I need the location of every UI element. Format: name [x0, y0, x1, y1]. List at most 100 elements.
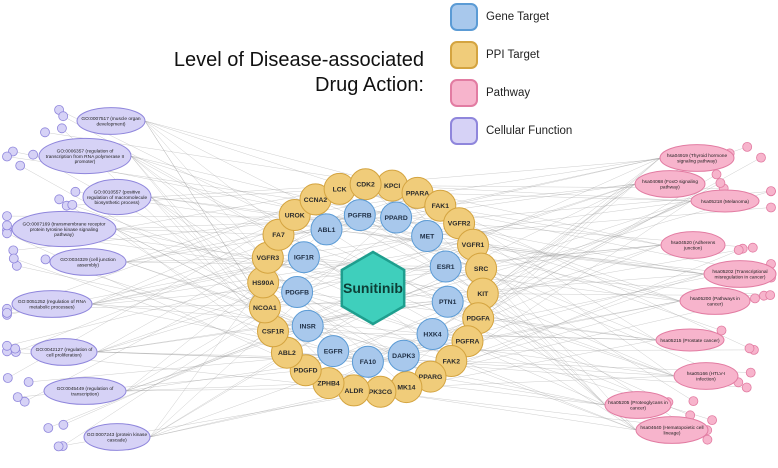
gene-label: PDGFB: [285, 289, 309, 296]
ppi-label: UROK: [285, 212, 305, 219]
edge: [272, 249, 739, 332]
edge: [263, 244, 662, 283]
ppi-label: KPCI: [384, 183, 400, 190]
cellular-function-label-line: development): [96, 121, 125, 127]
leaf-node: [70, 186, 81, 197]
pathway-label-line: hsa04919 (Thyroid hormone: [667, 153, 728, 159]
pathway-node: [634, 170, 706, 198]
cellular-function-label-line: transcription): [71, 391, 99, 397]
edge: [417, 192, 692, 202]
gene-node-esr1: [429, 250, 462, 283]
drug-node-hexagon: [340, 250, 406, 326]
cellular-function-label-line: GO:0034329 (cell junction: [60, 257, 116, 263]
leaf-node: [716, 325, 727, 336]
ppi-label: CDK2: [356, 182, 375, 189]
pathway-label-line: hsa04068 (FoxO signaling: [642, 179, 698, 185]
legend-label: Gene Target: [486, 11, 550, 23]
pathway-node: [660, 231, 726, 259]
leaf-node: [702, 434, 713, 445]
pathway-label-line: infection): [696, 376, 716, 382]
cellular-function-label-line: assembly): [77, 262, 99, 268]
edge: [482, 293, 675, 377]
ppi-label: FA7: [272, 232, 285, 239]
leaf-node: [40, 127, 50, 138]
cellular-function-node: [76, 107, 146, 135]
gene-label: FA10: [360, 359, 376, 366]
edge: [427, 207, 772, 237]
edge: [16, 265, 452, 362]
pathway-label-line: junction): [683, 245, 703, 251]
leaf-node: [733, 245, 744, 255]
legend-pathway: Pathway: [450, 79, 530, 107]
cellular-function-node: [11, 290, 93, 318]
gene-label: PTN1: [439, 299, 457, 306]
edge: [149, 282, 264, 438]
leaf-node: [2, 307, 12, 318]
ppi-label: CCNA2: [304, 197, 328, 204]
pathway-node: [604, 391, 672, 419]
edge: [144, 120, 266, 308]
edge: [149, 352, 288, 438]
cellular-function-node: [38, 137, 132, 175]
gene-node-egfr: [317, 335, 350, 368]
ppi-label: ABL2: [278, 350, 296, 357]
cellular-function-label-line: protein tyrosine kinase signaling: [30, 227, 99, 233]
leaf-node: [744, 343, 755, 354]
ppi-label: PPARA: [406, 190, 429, 197]
pathway-node: [635, 416, 709, 444]
ppi-node-cdk2: [349, 168, 382, 201]
edge: [115, 228, 279, 236]
legend-label: Pathway: [486, 87, 531, 99]
edge: [150, 196, 264, 283]
pathway-label-line: hsa05215 (Prostate cancer): [660, 338, 720, 344]
edge: [13, 258, 287, 353]
gene-label: IGF1R: [294, 255, 314, 262]
gene-label: HXK4: [423, 331, 441, 338]
pathway-label-line: hsa04520 (Adherens: [671, 240, 716, 246]
ppi-label: SRC: [474, 266, 488, 273]
pathway-node: [703, 260, 777, 288]
cellular-function-label-line: GO:0042127 (regulation of: [36, 347, 93, 353]
cellular-function-node: [11, 210, 117, 248]
leaf-node: [15, 160, 26, 171]
pathway-label-line: hsa04640 (Hematopoietic cell: [640, 425, 703, 431]
pathway-label: hsa05215 (Prostate cancer): [660, 338, 720, 344]
edge: [326, 229, 705, 275]
ppi-label: PGFRA: [456, 339, 480, 346]
edge: [482, 183, 636, 294]
cellular-function-node: [82, 178, 152, 216]
leaf-node: [40, 254, 51, 265]
cellular-function-label-line: cell proliferation): [46, 352, 82, 358]
legend-label: Cellular Function: [486, 125, 573, 137]
gene-label: PPARD: [384, 215, 407, 222]
pathway-label-line: cancer): [630, 405, 646, 411]
pathway-label-line: pathway): [660, 184, 680, 190]
figure-title-line-2: Drug Action:: [315, 74, 424, 96]
gene-label: ABL1: [318, 227, 336, 234]
edge: [130, 155, 274, 332]
leaf-node: [741, 382, 752, 393]
gene-node-fa10: [351, 345, 384, 378]
leaf-node: [58, 419, 69, 430]
gene-node-insr: [291, 309, 324, 342]
gene-label: MET: [420, 233, 435, 240]
ppi-label: ALDR: [344, 388, 363, 395]
cellular-function-label-line: GO:0007243 (protein kinase: [87, 432, 148, 438]
leaf-node: [8, 245, 19, 256]
edge: [6, 282, 264, 347]
edge: [430, 248, 743, 377]
ppi-label: CSF1R: [262, 329, 284, 336]
cellular-function-label-line: GO:0010557 (positive: [94, 190, 141, 196]
cellular-function-label-line: GO:0051252 (regulation of RNA: [18, 299, 87, 305]
